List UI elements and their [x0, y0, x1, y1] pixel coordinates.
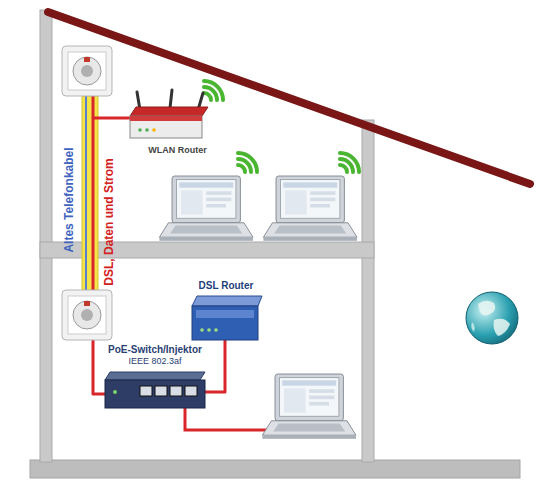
laptop [262, 374, 356, 439]
right-wall [362, 120, 374, 462]
wifi-waves [204, 81, 223, 100]
wlan-router-device [130, 90, 208, 138]
roof [48, 12, 530, 184]
globe [466, 292, 518, 344]
wifi-waves [340, 153, 359, 172]
wall-socket [62, 290, 112, 340]
device-node: WLAN Router [130, 100, 225, 172]
left-wall [40, 10, 52, 462]
cable-label: DSL, Daten und Strom [103, 158, 116, 285]
device-node: PoE-Switch/InjektorIEEE 802.3af [105, 344, 205, 408]
internet-wire [262, 317, 466, 320]
device-label: PoE-Switch/Injektor [108, 344, 202, 356]
lan-wire [185, 408, 272, 430]
laptop [263, 176, 357, 241]
device-label: DSL Router [199, 280, 254, 292]
cable-label: Altes Telefonkabel [63, 147, 76, 252]
cable-strand [85, 96, 87, 292]
ground [30, 460, 520, 478]
poe-switch-device [105, 372, 205, 408]
device-label: IEEE 802.3af [128, 356, 181, 367]
dsl-router-device [192, 296, 262, 340]
wall-socket [62, 46, 112, 96]
device-node: DSL Router [190, 280, 262, 340]
device-label: WLAN Router [148, 145, 207, 156]
network-cable [205, 340, 225, 392]
laptop [159, 176, 253, 241]
phone-cable [82, 96, 98, 292]
wifi-waves [238, 153, 257, 172]
cable-strand [92, 96, 95, 118]
